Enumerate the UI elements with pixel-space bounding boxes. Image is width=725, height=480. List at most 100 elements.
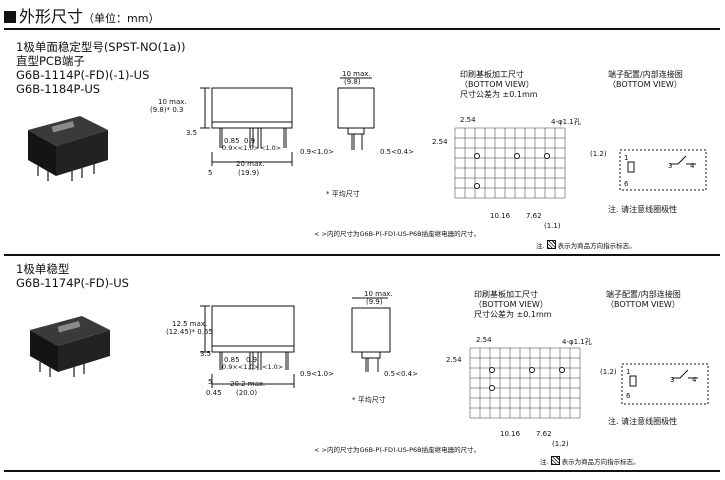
model-line: G6B-1184P-US — [16, 82, 101, 96]
relay-photo — [30, 316, 110, 377]
terminal-title-block: 端子配置/内部连接图 （BOTTOM VIEW） — [606, 290, 681, 310]
dim-height-alt: (9.8)* 0.3 — [150, 106, 183, 114]
dim-5: 5 — [208, 169, 213, 177]
note-prefix: 注. — [536, 242, 545, 250]
pin-label: 3 — [670, 376, 675, 384]
pcb-dim: 7.62 — [536, 430, 552, 438]
dim-width: 10 max. — [364, 290, 393, 298]
end-view-drawing — [337, 77, 375, 150]
pin-label: 4 — [690, 162, 695, 170]
pcb-hole-spec: 4-φ1.1孔 — [551, 118, 581, 126]
section-rule — [4, 254, 720, 256]
dim-pin-gap: 0.9 — [244, 137, 256, 145]
bracket-note: < >内的尺寸为G6B-P(-FD)-US-P6B插座继电器的尺寸。 — [314, 446, 481, 454]
pcb-title: 印刷基板加工尺寸 — [460, 70, 524, 79]
pcb-dim: (1.2) — [590, 150, 607, 158]
dim-09x: 0.9× — [222, 144, 238, 152]
model-line: 直型PCB端子 — [16, 54, 85, 68]
dim-star: * 0.3 — [166, 106, 184, 114]
dim-bracket: <1.0> — [260, 144, 282, 152]
dim-pin-gap: 0.9 — [246, 356, 258, 364]
title-text: 外形尺寸 — [19, 7, 84, 26]
dim-width-alt: (9.9) — [366, 298, 383, 306]
square-bullet-icon — [4, 11, 16, 23]
terminal-view: （BOTTOM VIEW） — [606, 300, 680, 309]
note-text: 表示为商品方向指示标志。 — [561, 458, 640, 466]
dim-width-alt: (9.8) — [344, 78, 361, 86]
dim-height: 12.5 max. — [172, 320, 208, 328]
dim-pin-length: 3.5 — [186, 129, 198, 137]
dim-width: 10 max. — [342, 70, 371, 78]
average-note: * 平均尺寸 — [352, 396, 386, 404]
page-title: 外形尺寸（单位：mm） — [4, 3, 159, 27]
dim-09x: 0.9× — [222, 363, 238, 371]
model-line: 1极单稳型 — [16, 262, 70, 276]
dim-pin-offset: 0.5<0.4> — [380, 148, 414, 156]
dim-star: * 0.65 — [191, 328, 213, 336]
terminal-diagram — [621, 363, 709, 405]
dim-length-alt: (19.9) — [238, 169, 260, 177]
pcb-dim: (1.2) — [552, 440, 569, 448]
pcb-dim: (1.2) — [600, 368, 617, 376]
dim-pin-length: 3.5 — [200, 350, 212, 358]
hatch-icon — [546, 240, 556, 249]
pcb-grid-drawing — [454, 127, 566, 199]
pcb-hole-spec: 4-φ1.1孔 — [562, 338, 592, 346]
note-prefix: 注. — [540, 458, 549, 466]
section1-heading: 1极单面稳定型号(SPST-NO(1a)) 直型PCB端子 G6B-1114P(… — [16, 40, 185, 96]
polarity-note: 注. 请注意线圈极性 — [608, 417, 678, 426]
model-line: G6B-1174P(-FD)-US — [16, 276, 129, 290]
terminal-title-block: 端子配置/内部连接图 （BOTTOM VIEW） — [608, 70, 683, 90]
terminal-title: 端子配置/内部连接图 — [608, 70, 683, 79]
dim-paren: (12.45) — [166, 328, 192, 336]
pcb-view: （BOTTOM VIEW） — [474, 300, 548, 309]
dim-pin-width: 0.85 — [224, 356, 240, 364]
model-line: 1极单面稳定型号(SPST-NO(1a)) — [16, 40, 186, 54]
direction-note: 注. 表示为商品方向指示标志。 — [540, 456, 640, 466]
dim-pin-bracket: 0.9×<1.0> — [222, 364, 259, 371]
dim-045: 0.45 — [206, 389, 222, 397]
pcb-title: 印刷基板加工尺寸 — [474, 290, 538, 299]
note-text: 表示为商品方向指示标志。 — [557, 242, 636, 250]
dim-pin-offset: 0.5<0.4> — [384, 370, 418, 378]
pin-label: 6 — [626, 392, 631, 400]
pcb-tolerance: 尺寸公差为 ±0.1mm — [460, 90, 538, 99]
terminal-view: （BOTTOM VIEW） — [608, 80, 682, 89]
pcb-dim: 7.62 — [526, 212, 542, 220]
dim-bracket: <1.0> — [237, 363, 260, 371]
pin-label: 6 — [624, 180, 629, 188]
hatch-icon — [550, 456, 560, 465]
bottom-rule — [4, 470, 720, 472]
side-view-drawing — [200, 305, 295, 388]
pcb-dim: 2.54 — [460, 116, 476, 124]
polarity-note: 注. 请注意线圈极性 — [608, 205, 678, 214]
unit-text: （单位：mm） — [83, 12, 160, 25]
pcb-tolerance: 尺寸公差为 ±0.1mm — [474, 310, 552, 319]
dim-length-alt: (20.0) — [236, 389, 258, 397]
pcb-dim: (1.1) — [544, 222, 561, 230]
pin-label: 3 — [668, 162, 673, 170]
header-rule — [4, 28, 720, 30]
pcb-title-block: 印刷基板加工尺寸 （BOTTOM VIEW） 尺寸公差为 ±0.1mm — [474, 290, 552, 320]
dim-height: 10 max. — [158, 98, 187, 106]
pcb-dim: 10.16 — [500, 430, 521, 438]
dim-pin-width: 0.85 — [224, 137, 240, 145]
bracket-note: < >内的尺寸为G6B-P(-FD)-US-P6B插座继电器的尺寸。 — [314, 230, 481, 238]
dim-bracket: <1.0> — [237, 144, 260, 152]
pcb-dim: 2.54 — [432, 138, 448, 146]
pcb-dim: 2.54 — [446, 356, 462, 364]
dim-length: 20 max. — [236, 160, 265, 168]
dim-paren: (9.8) — [150, 106, 167, 114]
dim-height-alt: (12.45)* 0.65 — [166, 328, 213, 336]
terminal-diagram — [619, 149, 707, 191]
section2-heading: 1极单稳型 G6B-1174P(-FD)-US — [16, 262, 129, 290]
pcb-dim: 10.16 — [490, 212, 511, 220]
direction-note: 注. 表示为商品方向指示标志。 — [536, 240, 636, 250]
dim-pin-thick: 0.9<1.0> — [300, 148, 334, 156]
pin-label: 1 — [626, 368, 631, 376]
dim-pin-bracket: 0.9×<1.0> — [222, 145, 259, 152]
pin-label: 4 — [692, 376, 697, 384]
average-note: * 平均尺寸 — [326, 190, 360, 198]
relay-photo — [28, 116, 108, 181]
pin-label: 1 — [624, 154, 629, 162]
